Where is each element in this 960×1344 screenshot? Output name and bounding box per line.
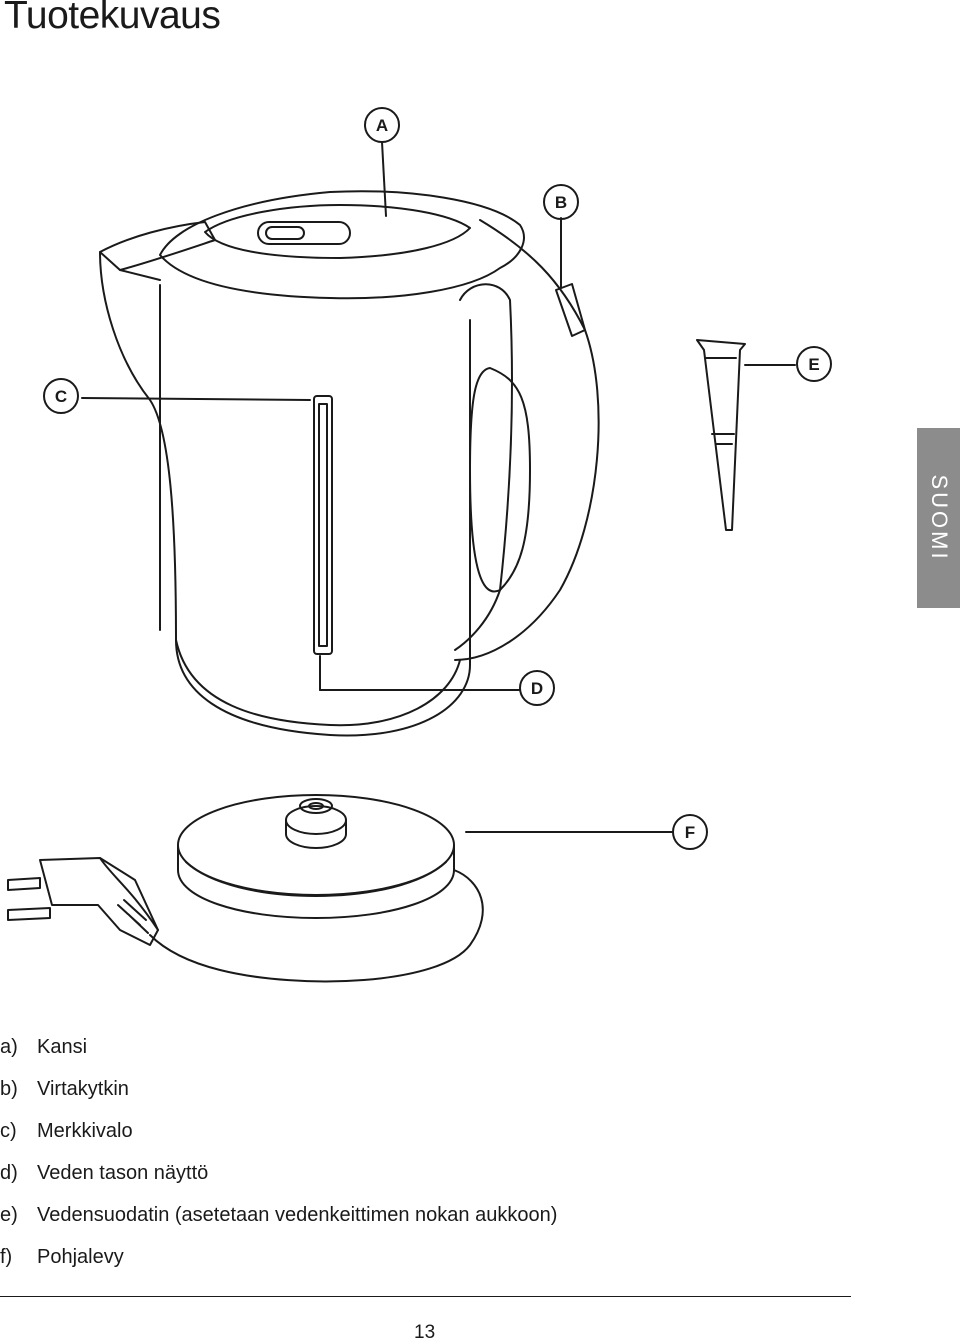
list-item: b)Virtakytkin bbox=[0, 1078, 129, 1100]
callout-d: D bbox=[519, 670, 555, 706]
language-tab-label: SUOMI bbox=[926, 474, 952, 562]
parts-list: a)Kansi b)Virtakytkin c)Merkkivalo d)Ved… bbox=[0, 1030, 557, 1282]
svg-text:F: F bbox=[685, 823, 695, 842]
list-item: f)Pohjalevy bbox=[0, 1246, 124, 1268]
svg-text:A: A bbox=[376, 116, 388, 135]
list-item: c)Merkkivalo bbox=[0, 1120, 133, 1142]
base-plate-illustration bbox=[7, 794, 484, 983]
callout-lines bbox=[81, 141, 796, 833]
callout-c: C bbox=[43, 378, 79, 414]
svg-text:C: C bbox=[55, 387, 67, 406]
language-tab: SUOMI bbox=[917, 428, 960, 608]
callout-b: B bbox=[543, 184, 579, 220]
page-title: Tuotekuvaus bbox=[4, 0, 221, 37]
callout-e: E bbox=[796, 346, 832, 382]
svg-text:D: D bbox=[531, 679, 543, 698]
water-filter-illustration bbox=[696, 339, 746, 531]
svg-text:B: B bbox=[555, 193, 567, 212]
footer-divider bbox=[0, 1296, 851, 1297]
kettle-illustration bbox=[99, 190, 600, 737]
callout-f: F bbox=[672, 814, 708, 850]
page-number: 13 bbox=[414, 1322, 436, 1343]
list-item: d)Veden tason näyttö bbox=[0, 1162, 209, 1184]
list-item: e)Vedensuodatin (asetetaan vedenkeittime… bbox=[0, 1204, 558, 1226]
kettle-diagram: A B C D E F bbox=[7, 107, 832, 983]
svg-text:E: E bbox=[808, 355, 819, 374]
list-item: a)Kansi bbox=[0, 1036, 88, 1058]
callout-a: A bbox=[364, 107, 400, 143]
